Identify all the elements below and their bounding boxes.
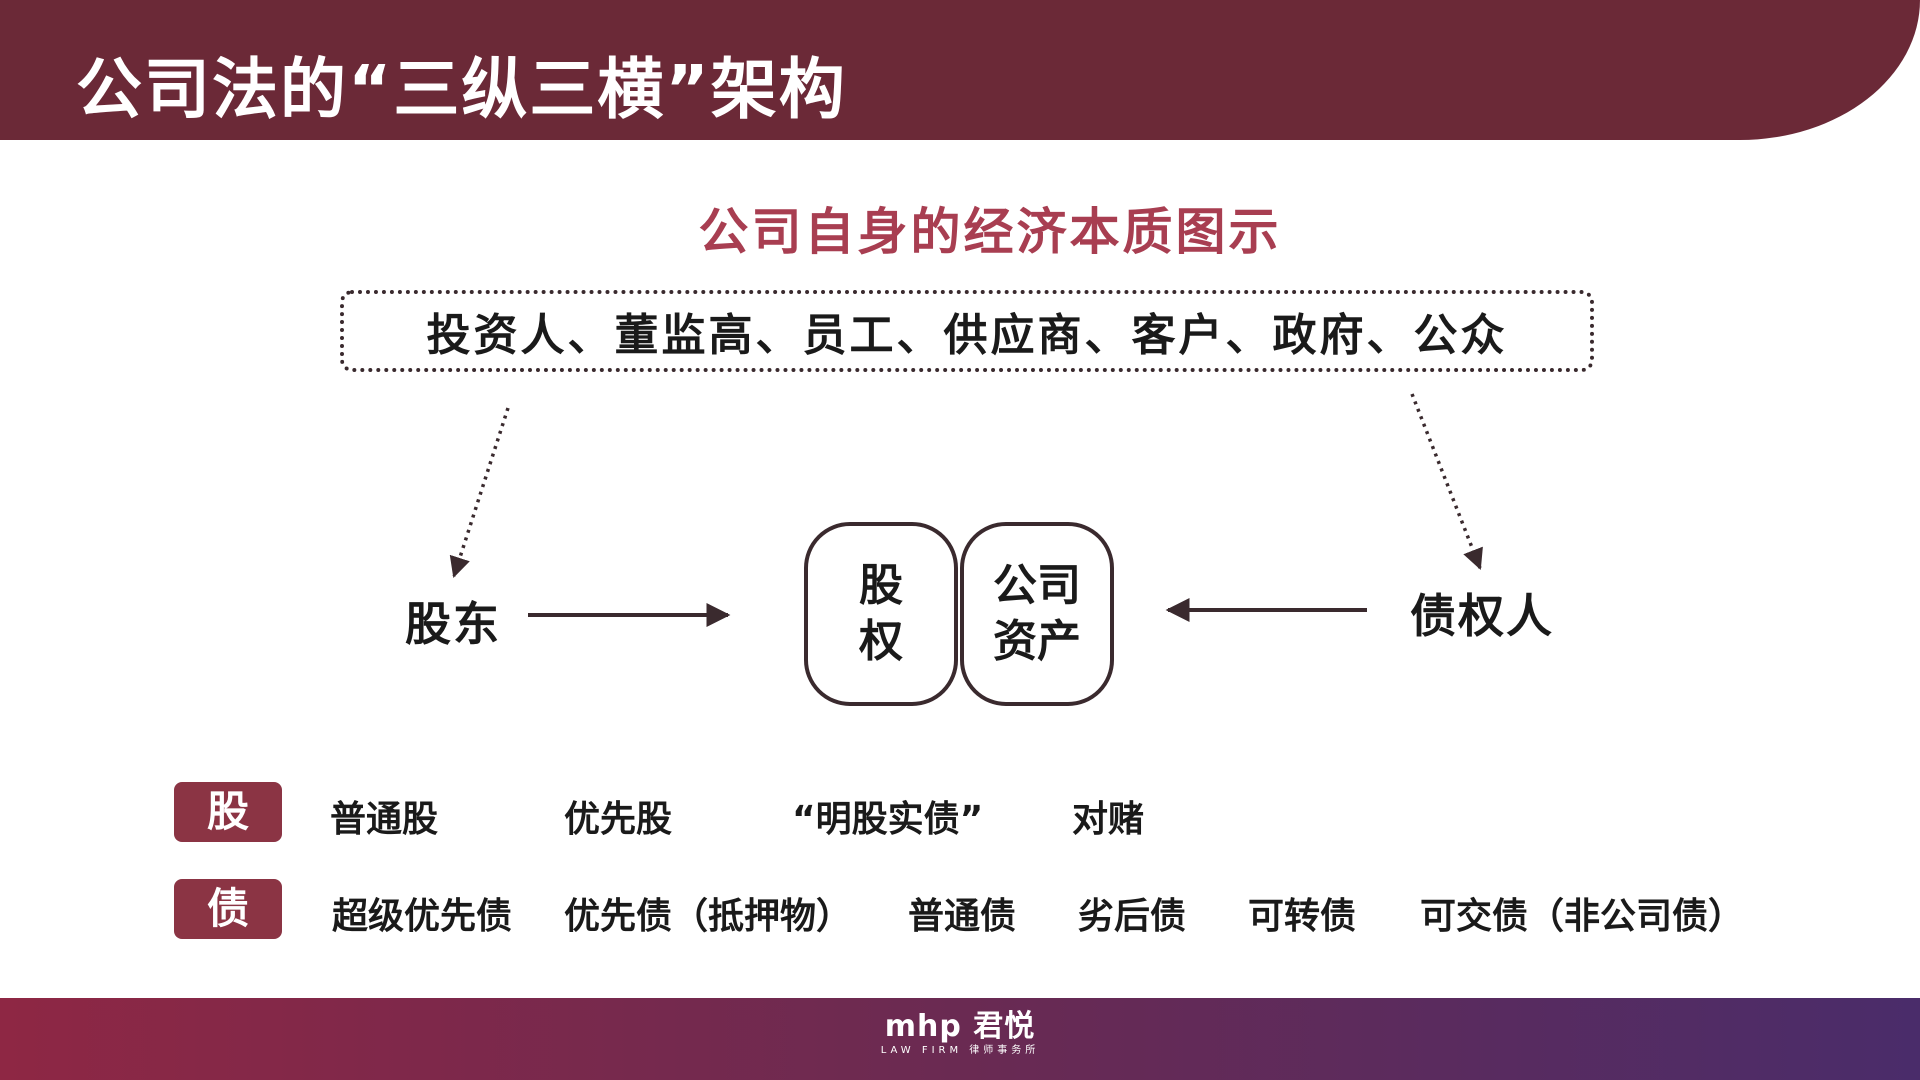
logo-sub-text: LAW FIRM 律师事务所 [880, 1045, 1040, 1056]
stakeholders-text: 投资人、董监高、员工、供应商、客户、政府、公众 [426, 310, 1508, 361]
debt-item: 可转债 [1248, 896, 1357, 937]
logo-main-text: mhp 君悦 [884, 1009, 1036, 1044]
footer-bar: mhp 君悦 LAW FIRM 律师事务所 [0, 998, 1920, 1080]
assets-line-2: 资产 [993, 616, 1081, 667]
debt-item: 优先债（抵押物） [564, 896, 853, 937]
debt-tag: 债 [174, 879, 282, 939]
arrow-stakeholders-to-creditor [1410, 393, 1483, 570]
equity-row: 股 普通股 优先股 “明股实债” 对赌 [0, 782, 1920, 842]
equity-item: 优先股 [564, 799, 673, 840]
creditor-label: 债权人 [1410, 589, 1554, 643]
shareholder-label: 股东 [405, 597, 501, 651]
header-bar: 公司法的“三纵三横”架构 [0, 0, 1920, 140]
debt-row: 债 超级优先债 优先债（抵押物） 普通债 劣后债 可转债 可交债（非公司债） [0, 879, 1920, 939]
debt-item: 劣后债 [1078, 896, 1187, 937]
equity-box: 股 权 [804, 522, 958, 706]
debt-item: 普通债 [908, 896, 1017, 937]
assets-line-1: 公司 [993, 560, 1081, 611]
diagram-title: 公司自身的经济本质图示 [698, 203, 1282, 261]
equity-tag: 股 [174, 782, 282, 842]
equity-item: 对赌 [1072, 799, 1145, 840]
firm-logo: mhp 君悦 LAW FIRM 律师事务所 [880, 1010, 1040, 1070]
arrow-stakeholders-to-shareholder [449, 407, 510, 578]
debt-item: 超级优先债 [332, 896, 513, 937]
equity-line-2: 权 [859, 616, 903, 667]
equity-line-1: 股 [859, 560, 903, 611]
debt-item: 可交债（非公司债） [1420, 896, 1745, 937]
page-title: 公司法的“三纵三横”架构 [76, 51, 847, 128]
equity-item: 普通股 [330, 799, 439, 840]
stakeholders-box: 投资人、董监高、员工、供应商、客户、政府、公众 [340, 290, 1594, 372]
company-assets-box: 公司 资产 [960, 522, 1114, 706]
equity-item: “明股实债” [792, 799, 984, 840]
